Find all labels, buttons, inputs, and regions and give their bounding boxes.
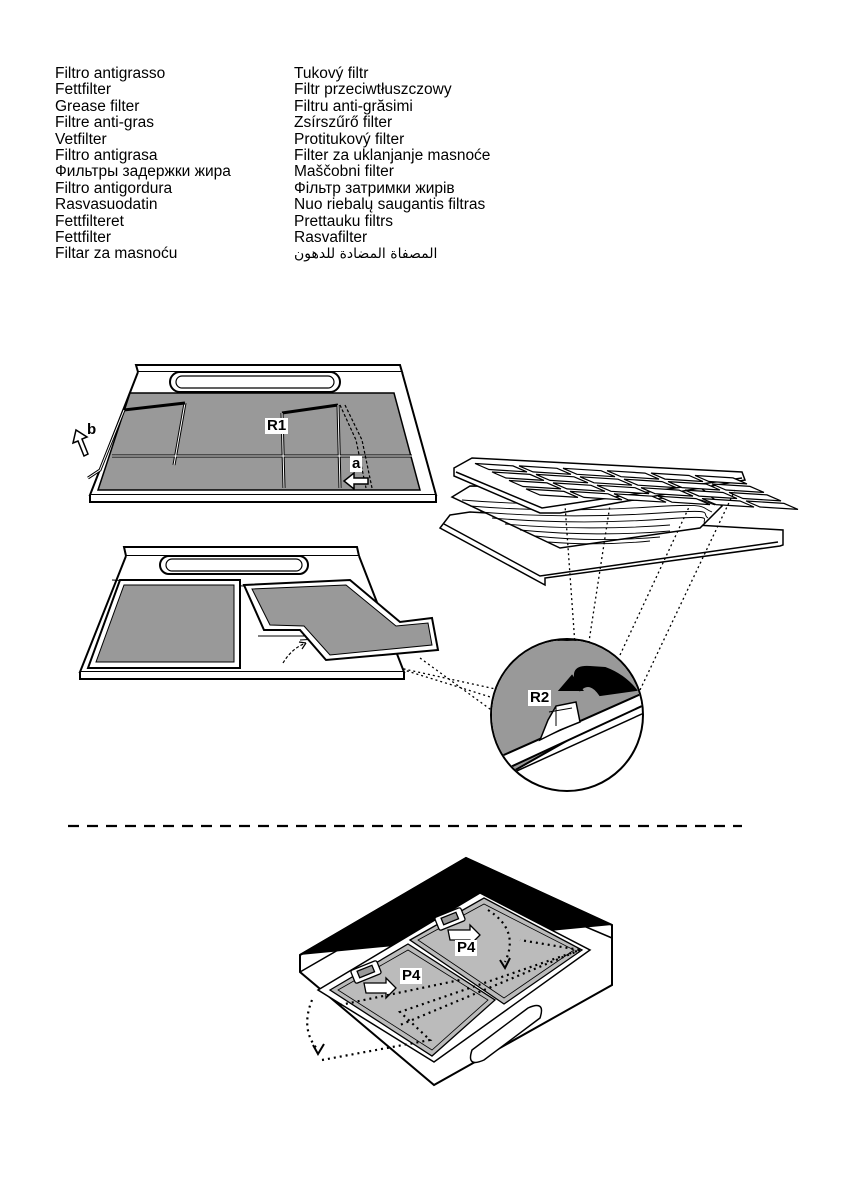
label-p4-bottom: P4 xyxy=(400,967,423,984)
list-item: Protitukový filter xyxy=(294,130,405,148)
list-item: Filtru anti-grăsimi xyxy=(294,97,413,115)
filter-left xyxy=(86,579,241,669)
filter-grid xyxy=(474,462,799,510)
grid-cell xyxy=(701,498,755,508)
grid-cell xyxy=(508,479,562,490)
list-item: Filtar za masnoću xyxy=(55,245,178,263)
grid-cell xyxy=(650,472,704,483)
list-item: Maščobni filter xyxy=(294,163,394,181)
grid-cell xyxy=(525,488,579,498)
label-b: b xyxy=(87,421,97,438)
grid-cell xyxy=(640,487,694,497)
grid-cell xyxy=(745,500,799,510)
list-item: Filtro antigordura xyxy=(55,179,173,197)
list-item: المصفاة المضادة للدهون xyxy=(294,246,438,263)
grid-cell xyxy=(569,490,623,501)
grid-cell xyxy=(579,476,633,486)
list-item: Prettauku filtrs xyxy=(294,212,394,230)
list-item: Filtro antigrasso xyxy=(55,65,166,82)
grid-cell xyxy=(552,482,606,492)
metal-grease-filter xyxy=(87,392,421,491)
arrow-icon xyxy=(282,642,307,664)
grid-cell xyxy=(518,465,572,475)
list-item: Grease filter xyxy=(55,97,140,115)
list-item: Rasvasuodatin xyxy=(55,196,158,214)
filter-name-list-right: Tukový filtr Filtr przeciwtłuszczowy Fil… xyxy=(294,65,491,263)
zoom-detail xyxy=(490,638,644,792)
grid-cell xyxy=(613,493,667,503)
grid-cell xyxy=(535,473,589,484)
grid-cell xyxy=(694,474,748,485)
filter-right xyxy=(242,578,440,662)
list-item: Filtro antigrasa xyxy=(55,147,158,165)
list-item: Fettfilter xyxy=(55,229,111,247)
list-item: Rasvafilter xyxy=(294,229,368,247)
grid-cell xyxy=(728,491,782,502)
list-item: Fettfilteret xyxy=(55,212,124,230)
callout-lines xyxy=(339,489,736,721)
list-item: Zsírszűrő filter xyxy=(294,114,393,132)
grid-cell xyxy=(606,470,660,480)
list-item: Filtre anti-gras xyxy=(55,114,155,132)
grid-cell xyxy=(596,484,650,495)
list-item: Nuo riebalų saugantis filtras xyxy=(294,196,486,214)
grid-cell xyxy=(667,481,721,491)
label-p4-top: P4 xyxy=(455,939,478,956)
grid-cell xyxy=(562,467,616,478)
grid-cell xyxy=(474,462,528,473)
grid-cell xyxy=(711,483,765,493)
arrow-icon xyxy=(71,428,369,491)
list-item: Фільтр затримки жирів xyxy=(294,179,455,197)
label-a: a xyxy=(350,455,363,472)
dotted-paths xyxy=(306,909,581,1062)
list-item: Фильтры задержки жира xyxy=(55,163,231,181)
list-item: Filter za uklanjanje masnoće xyxy=(294,147,491,165)
label-r2: R2 xyxy=(528,689,552,706)
list-item: Filtr przeciwtłuszczowy xyxy=(294,81,452,99)
grid-cell xyxy=(491,471,545,481)
grid-cell xyxy=(684,489,738,500)
list-item: Tukový filtr xyxy=(294,65,369,82)
filter-name-list-left: Filtro antigrasso Fettfilter Grease filt… xyxy=(55,65,231,263)
grid-cell xyxy=(623,478,677,489)
list-item: Vetfilter xyxy=(55,130,107,148)
grid-cell xyxy=(657,495,711,506)
list-item: Fettfilter xyxy=(55,81,111,99)
label-r1: R1 xyxy=(265,417,289,434)
